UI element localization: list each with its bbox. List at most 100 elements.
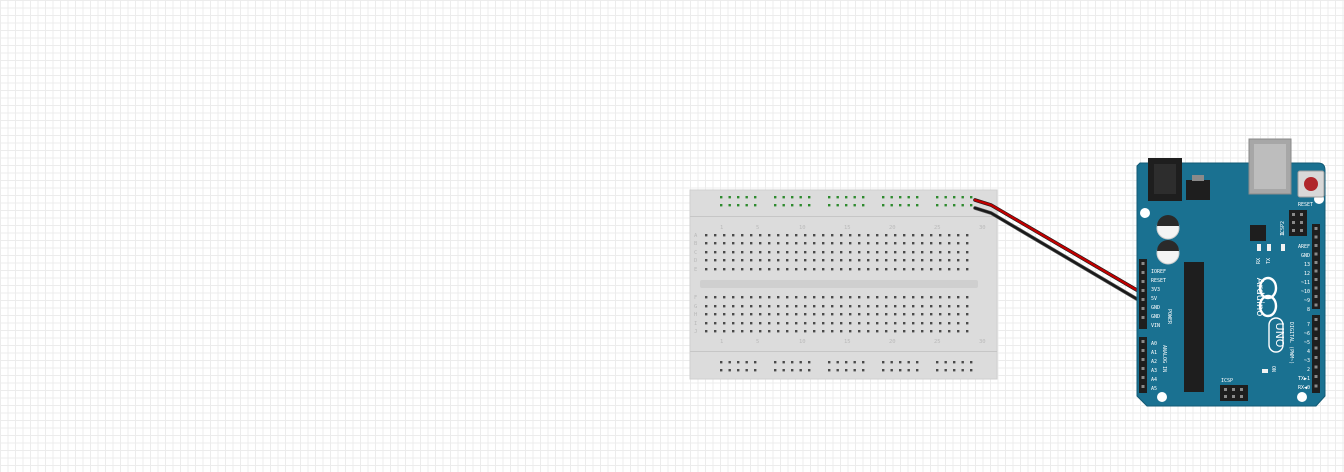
power-rail-hole-connected xyxy=(944,196,947,199)
terminal-hole xyxy=(831,234,834,237)
terminal-hole xyxy=(777,251,780,254)
terminal-hole xyxy=(966,268,969,271)
terminal-hole xyxy=(831,313,834,316)
terminal-hole xyxy=(930,313,933,316)
terminal-hole xyxy=(840,242,843,245)
usb-connector-inner xyxy=(1254,144,1286,189)
terminal-hole xyxy=(786,268,789,271)
terminal-hole xyxy=(795,330,798,333)
terminal-hole xyxy=(876,268,879,271)
pin-label-vin: VIN xyxy=(1151,323,1160,329)
power-rail-hole xyxy=(845,369,848,372)
breadboard[interactable]: A B C D E F G H I J 1 5 10 15 20 25 30 1… xyxy=(689,189,998,380)
power-rail-hole-connected xyxy=(782,196,785,199)
header-pins xyxy=(1141,227,1318,388)
power-rail-hole-connected xyxy=(890,204,893,207)
arduino-uno-board[interactable]: RESET ICSP2 TX RX L Arduino UNO ON xyxy=(1136,138,1326,407)
terminal-hole xyxy=(768,268,771,271)
pin-label-9: ~9 xyxy=(1304,298,1310,304)
power-rail-hole xyxy=(961,369,964,372)
black-wire[interactable] xyxy=(973,206,1149,307)
terminal-hole xyxy=(768,305,771,308)
terminal-hole xyxy=(885,322,888,325)
terminal-hole xyxy=(948,313,951,316)
voltage-regulator-tab xyxy=(1192,175,1204,181)
header-pin xyxy=(1314,303,1318,307)
power-rail-hole xyxy=(890,361,893,364)
pin-label-7: 7 xyxy=(1307,322,1310,328)
power-rail-hole xyxy=(853,369,856,372)
terminal-hole xyxy=(732,259,735,262)
terminal-hole xyxy=(786,234,789,237)
power-rail-hole-connected xyxy=(853,196,856,199)
row-label-f: F xyxy=(694,295,697,301)
header-pin xyxy=(1314,375,1318,378)
power-rail-hole-connected xyxy=(916,204,919,207)
pin-label-2: 2 xyxy=(1307,367,1310,373)
terminal-hole xyxy=(714,305,717,308)
pin-label-4: 4 xyxy=(1307,349,1310,355)
power-rail-hole xyxy=(907,369,910,372)
terminal-hole xyxy=(822,268,825,271)
terminal-hole xyxy=(795,322,798,325)
power-rail-hole xyxy=(970,361,973,364)
red-wire[interactable] xyxy=(973,198,1149,298)
terminal-hole xyxy=(849,296,852,299)
uno-badge xyxy=(1268,317,1284,353)
terminal-hole xyxy=(966,259,969,262)
row-label-h: H xyxy=(694,312,697,318)
terminal-hole xyxy=(912,251,915,254)
terminal-hole xyxy=(822,234,825,237)
terminal-hole xyxy=(840,259,843,262)
terminal-hole xyxy=(957,296,960,299)
terminal-hole xyxy=(732,313,735,316)
pin-label-0: RX◀0 xyxy=(1298,385,1310,391)
terminal-hole xyxy=(912,259,915,262)
terminal-hole xyxy=(903,251,906,254)
terminal-hole xyxy=(831,268,834,271)
terminal-hole xyxy=(840,268,843,271)
power-rail-hole xyxy=(836,361,839,364)
terminal-hole xyxy=(858,313,861,316)
terminal-hole xyxy=(912,322,915,325)
terminal-hole xyxy=(849,234,852,237)
col-label-top-15: 15 xyxy=(844,225,851,231)
dc-power-jack-inner xyxy=(1154,164,1176,194)
header-pin xyxy=(1314,286,1318,290)
power-rail-hole xyxy=(720,361,723,364)
wires[interactable] xyxy=(973,198,1149,307)
terminal-hole xyxy=(741,251,744,254)
terminal-hole xyxy=(804,305,807,308)
power-rail-hole xyxy=(791,361,794,364)
terminal-hole xyxy=(903,259,906,262)
power-rail-hole-connected xyxy=(828,196,831,199)
col-label-bottom-20: 20 xyxy=(889,339,896,345)
terminal-hole xyxy=(840,251,843,254)
terminal-hole xyxy=(723,330,726,333)
terminal-hole xyxy=(786,330,789,333)
power-rail-hole-connected xyxy=(970,196,973,199)
terminal-hole xyxy=(822,322,825,325)
on-label: ON xyxy=(1270,366,1276,372)
terminal-hole xyxy=(741,296,744,299)
terminal-hole xyxy=(795,259,798,262)
terminal-hole xyxy=(849,268,852,271)
terminal-hole xyxy=(903,296,906,299)
terminal-hole xyxy=(732,251,735,254)
power-rail-hole xyxy=(882,369,885,372)
icsp-label: ICSP xyxy=(1221,378,1233,384)
tx-led xyxy=(1267,244,1271,251)
power-rail-hole xyxy=(782,361,785,364)
power-rail-hole xyxy=(836,369,839,372)
terminal-hole xyxy=(921,305,924,308)
power-rail-hole xyxy=(728,361,731,364)
terminal-hole xyxy=(741,259,744,262)
pin-label-a4: A4 xyxy=(1151,377,1157,383)
power-rail-hole-connected xyxy=(853,204,856,207)
power-rail-hole-connected xyxy=(862,196,865,199)
icsp-header xyxy=(1220,385,1248,401)
terminal-hole xyxy=(957,234,960,237)
pin-label-1: TX▶1 xyxy=(1298,376,1310,382)
terminal-hole xyxy=(831,251,834,254)
